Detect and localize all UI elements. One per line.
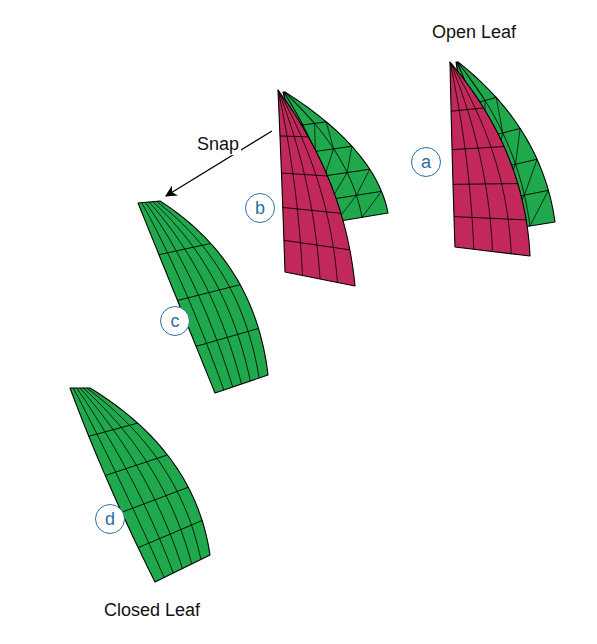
grid-line [73,388,164,578]
callout-letter: b [255,199,265,217]
grid-line [278,90,320,279]
grid-line [496,97,503,133]
leaf-closing [138,201,268,393]
grid-line [83,388,191,564]
arrow-label: Snap [195,135,241,155]
grid-line [524,159,537,195]
grid-line [530,190,548,226]
leaf-surface [450,62,530,256]
callout-circle: c [160,306,190,336]
grid-line [450,62,511,254]
grid-line [450,62,474,249]
grid-line [149,202,242,384]
leaf-face [450,62,530,256]
leaf-surface [278,90,355,286]
callout-circle: a [411,147,441,177]
callout-circle: b [245,193,275,223]
grid-line [516,128,521,164]
grid-line [80,388,183,569]
grid-line [326,122,333,149]
grid-line [87,388,201,560]
leaf-surface [70,388,210,582]
leaf-closed [70,388,210,582]
grid-line [450,62,493,252]
snap-arrow [166,131,272,196]
state-label: Closed Leaf [102,601,202,621]
grid-line [362,191,381,217]
callout-letter: a [421,153,431,171]
grid-line [278,90,338,283]
grid-line [153,202,251,381]
grid-line [356,169,369,195]
callout-letter: c [171,312,180,330]
callout-circle: d [95,504,125,534]
state-label: Open Leaf [430,23,518,43]
grid-line [347,146,352,172]
grid-line [142,203,224,390]
leaf-surface [138,201,268,393]
leaf-face [278,90,355,286]
grid-line [278,90,303,276]
callout-letter: d [105,510,115,528]
grid-line [156,201,259,378]
grid-line [77,388,174,573]
